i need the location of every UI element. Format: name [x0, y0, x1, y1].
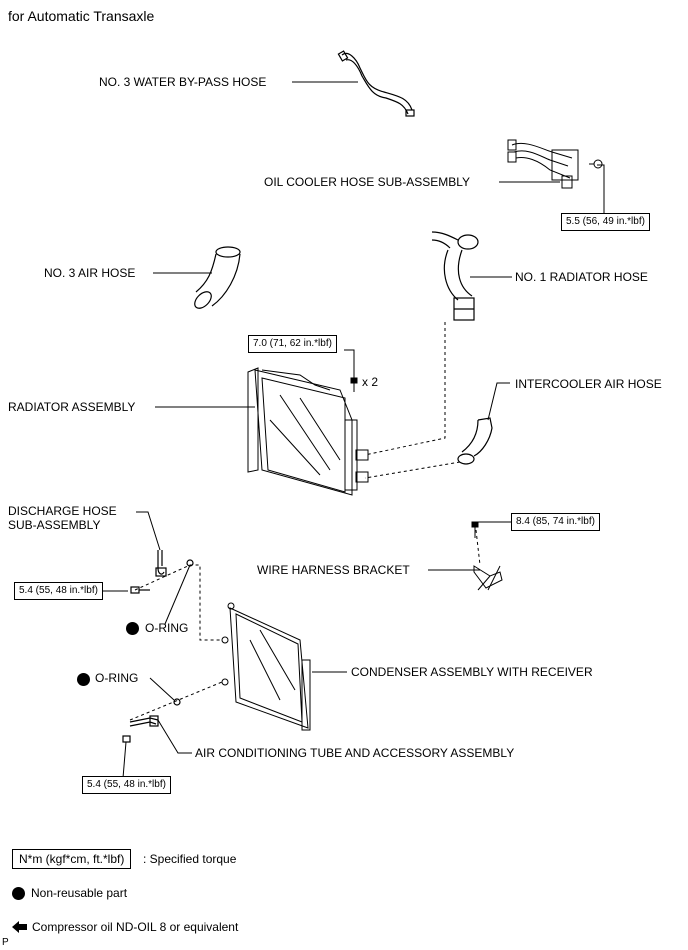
label-o-ring-upper: O-RING	[145, 621, 189, 635]
legend-torque-unit: N*m (kgf*cm, ft.*lbf)	[12, 849, 132, 869]
leader-ac-torque	[122, 741, 127, 779]
ac-tube-drawing	[122, 698, 181, 743]
label-water-bypass-hose: NO. 3 WATER BY-PASS HOSE	[99, 75, 267, 89]
leader-oring-lower	[149, 677, 175, 701]
oil-cooler-hose-drawing	[507, 139, 603, 189]
radiator-hose-drawing	[431, 231, 479, 321]
dash-discharge	[134, 564, 222, 641]
label-air-hose: NO. 3 AIR HOSE	[44, 266, 136, 280]
label-wire-harness-bracket: WIRE HARNESS BRACKET	[257, 563, 410, 577]
label-o-ring-lower: O-RING	[95, 671, 139, 685]
legend-torque-desc: : Specified torque	[143, 852, 237, 866]
torque-box-radiator: 7.0 (71, 62 in.*lbf)	[248, 335, 337, 353]
label-radiator-bolt-qty: x 2	[362, 375, 379, 389]
label-radiator-assembly: RADIATOR ASSEMBLY	[8, 400, 136, 414]
air-hose-drawing	[194, 246, 241, 309]
leader-oring-upper	[164, 564, 191, 625]
water-bypass-hose-drawing	[337, 50, 415, 117]
dash-bracket	[475, 529, 481, 566]
leader-discharge	[136, 511, 161, 551]
bracket-drawing	[471, 521, 503, 591]
torque-box-ac-tube: 5.4 (55, 48 in.*lbf)	[82, 776, 171, 794]
discharge-hose-drawing	[130, 550, 194, 594]
label-discharge-hose-line1: DISCHARGE HOSE	[8, 504, 117, 518]
label-condenser: CONDENSER ASSEMBLY WITH RECEIVER	[351, 665, 593, 679]
dash-intercooler	[364, 461, 461, 479]
label-radiator-hose: NO. 1 RADIATOR HOSE	[515, 270, 648, 284]
leader-intercooler	[487, 382, 510, 421]
condenser-drawing	[221, 602, 311, 731]
leader-ac-tube	[157, 719, 192, 754]
filled-circle-icon	[12, 887, 25, 900]
intercooler-hose-drawing	[457, 417, 493, 465]
leader-radiator-torque	[344, 349, 355, 378]
label-discharge-hose-line2: SUB-ASSEMBLY	[8, 518, 101, 532]
dash-radiator-hose	[364, 322, 446, 456]
torque-box-discharge: 5.4 (55, 48 in.*lbf)	[14, 582, 103, 600]
legend-non-reusable: Non-reusable part	[31, 886, 128, 900]
dash-ac-tube	[129, 681, 223, 721]
radiator-drawing	[247, 367, 369, 496]
legend-compressor-oil: Compressor oil ND-OIL 8 or equivalent	[32, 920, 239, 934]
non-reusable-marker-upper	[126, 622, 139, 635]
leader-oil-cooler-torque	[597, 164, 605, 213]
footer-code: P	[2, 937, 9, 948]
label-ac-tube: AIR CONDITIONING TUBE AND ACCESSORY ASSE…	[195, 746, 515, 760]
non-reusable-marker-lower	[77, 673, 90, 686]
arrow-left-icon	[12, 921, 27, 933]
label-intercooler-hose: INTERCOOLER AIR HOSE	[515, 377, 662, 391]
label-oil-cooler-hose: OIL COOLER HOSE SUB-ASSEMBLY	[264, 175, 471, 189]
torque-box-oil-cooler: 5.5 (56, 49 in.*lbf)	[561, 213, 650, 231]
page-title: for Automatic Transaxle	[8, 8, 155, 24]
torque-box-bracket: 8.4 (85, 74 in.*lbf)	[511, 513, 600, 531]
